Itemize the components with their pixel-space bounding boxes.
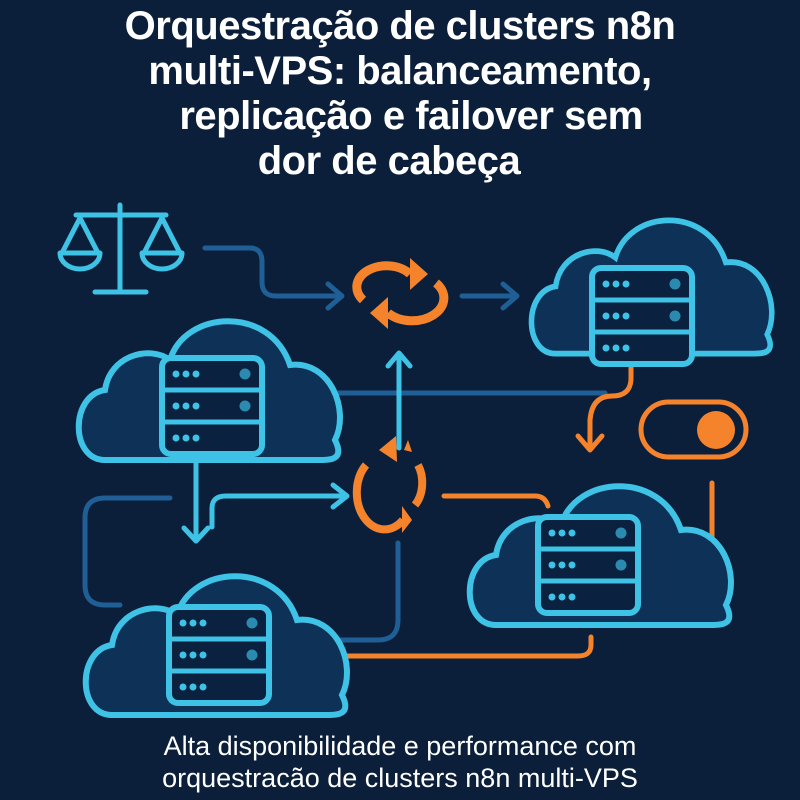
toggle-switch-icon: [638, 399, 749, 460]
cloud-server-bottom-right: [470, 486, 731, 625]
subtitle: Alta disponibilidade e performance com o…: [0, 730, 800, 794]
sync-icon-middle: [352, 462, 427, 534]
title-line-4: dor de cabeça: [257, 139, 521, 183]
cyan-arrow-up: [385, 350, 413, 451]
cyan-arrows-bottom: [181, 459, 350, 544]
title-line-1: Orquestração de clusters n8n: [124, 4, 676, 48]
balance-scale-icon: [57, 202, 185, 295]
sync-icon-middle-arrowheads: [379, 436, 412, 533]
page-title: Orquestração de clusters n8n multi-VPS: …: [0, 4, 800, 184]
cloud-server-left: [79, 321, 340, 460]
cloud-server-bottom-left: [86, 576, 347, 715]
title-line-3: replicação e failover sem: [179, 94, 643, 138]
connector-lines-blue: [82, 245, 608, 643]
subtitle-line-1: Alta disponibilidade e performance com: [163, 731, 637, 761]
subtitle-line-2: orquestracão de clusters n8n multi-VPS: [162, 763, 638, 793]
sync-icon-top: [352, 261, 449, 326]
sync-icon-top-arrowheads: [370, 258, 428, 329]
cloud-server-top-right: [531, 220, 771, 364]
title-line-2: multi-VPS: balanceamento,: [148, 49, 652, 93]
